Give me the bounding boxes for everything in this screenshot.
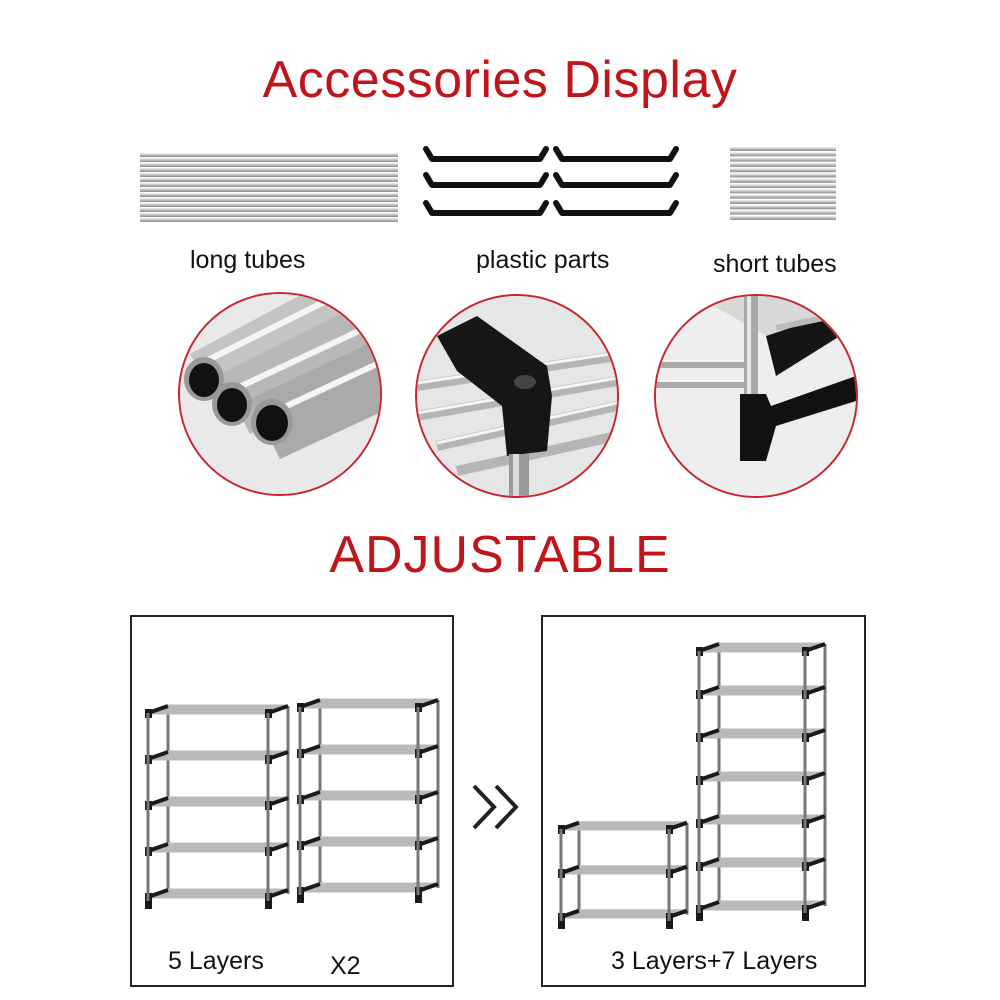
tube-ends-closeup [178, 292, 382, 496]
short-tubes-image [730, 147, 836, 220]
long-tubes-label: long tubes [190, 246, 306, 274]
three-plus-seven-config-panel: 3 Layers+7 Layers [541, 615, 866, 987]
long-tubes-image [140, 153, 398, 222]
five-layer-config-panel: 5 Layers X2 [130, 615, 454, 987]
short-tubes-label: short tubes [713, 250, 837, 278]
double-chevron-right-icon [472, 784, 519, 830]
shelf-corner-closeup [654, 294, 858, 498]
plastic-joint-closeup [415, 294, 619, 498]
five-layers-label: 5 Layers [168, 947, 264, 975]
plastic-parts-image [423, 146, 679, 216]
three-plus-seven-layers-label: 3 Layers+7 Layers [611, 947, 818, 975]
quantity-label: X2 [330, 952, 361, 980]
accessories-heading: Accessories Display [262, 51, 738, 109]
five-layer-racks-illustration [145, 698, 440, 909]
adjustable-heading: ADJUSTABLE [329, 526, 671, 584]
three-and-seven-layer-racks-illustration [558, 642, 827, 929]
plastic-parts-label: plastic parts [476, 246, 610, 274]
